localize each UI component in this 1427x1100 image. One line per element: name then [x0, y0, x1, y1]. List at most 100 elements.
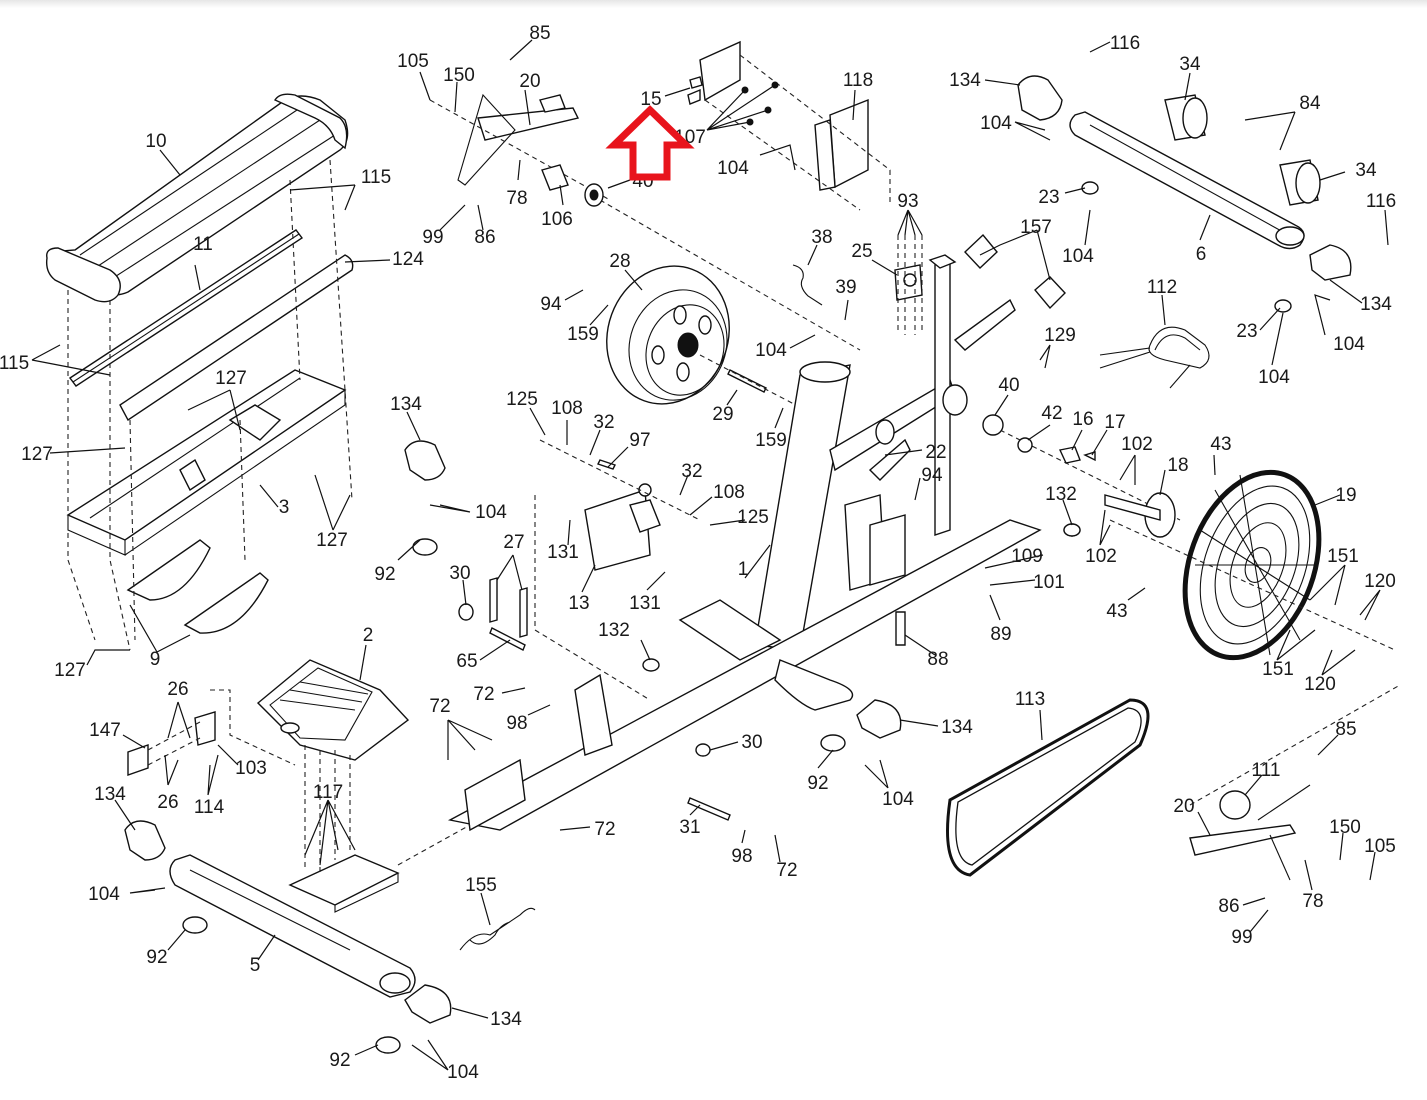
part-label: 32 — [593, 412, 614, 433]
part-label: 134 — [390, 394, 422, 415]
part-label: 11 — [193, 234, 213, 255]
part-label: 132 — [598, 620, 630, 641]
part-label: 30 — [741, 732, 762, 753]
part-label: 32 — [681, 461, 702, 482]
part-label: 113 — [1015, 689, 1045, 710]
part-label: 18 — [1167, 455, 1188, 476]
part-magnet-bracket — [844, 494, 906, 591]
part-label: 131 — [547, 542, 579, 563]
part-label: 115 — [0, 353, 29, 374]
part-label: 2 — [363, 625, 374, 646]
part-label: 1 — [738, 559, 749, 580]
part-label: 97 — [629, 430, 650, 451]
part-11-bar — [68, 229, 304, 387]
part-label: 34 — [1355, 160, 1377, 181]
part-label: 155 — [465, 875, 497, 896]
part-label: 103 — [235, 758, 267, 779]
part-20-lower-idler-arm — [1189, 684, 1401, 881]
part-label: 151 — [1327, 546, 1359, 567]
part-107-screws — [741, 81, 779, 126]
misc-small-parts — [458, 523, 1081, 821]
part-label: 20 — [519, 71, 540, 92]
part-label: 99 — [422, 227, 443, 248]
part-label: 9 — [150, 649, 161, 670]
part-label: 39 — [835, 277, 856, 298]
part-label: 120 — [1364, 571, 1396, 592]
part-40-bearing-top — [584, 183, 604, 207]
part-34-wheels — [1164, 94, 1321, 206]
part-label: 17 — [1104, 412, 1125, 433]
part-label: 105 — [397, 51, 429, 72]
part-label: 111 — [1252, 760, 1281, 781]
part-155-wire — [459, 907, 536, 951]
part-label: 109 — [1011, 546, 1043, 567]
part-label: 114 — [194, 797, 225, 818]
part-label: 104 — [1062, 246, 1094, 267]
part-97-pin — [597, 459, 616, 470]
part-label: 150 — [443, 65, 475, 86]
part-16-17-pulley-clip — [1058, 446, 1096, 464]
part-label: 16 — [1072, 409, 1093, 430]
part-label: 30 — [449, 563, 470, 584]
part-label: 104 — [755, 340, 787, 361]
part-40-42-bearings — [982, 414, 1081, 537]
part-5-front-stabilizer — [169, 854, 416, 998]
part-label: 104 — [1333, 334, 1365, 355]
part-label: 72 — [776, 860, 797, 881]
part-label: 5 — [250, 955, 261, 976]
part-117-mount-plate — [288, 745, 471, 913]
part-111-idler-pulley — [1219, 790, 1251, 820]
part-label: 104 — [1258, 367, 1290, 388]
part-label: 26 — [167, 679, 188, 700]
part-label: 43 — [1106, 601, 1127, 622]
part-label: 157 — [1020, 217, 1052, 238]
part-label: 88 — [927, 649, 948, 670]
leader-lines — [31, 39, 1389, 1071]
part-9-covers — [126, 539, 269, 634]
part-label: 104 — [475, 502, 507, 523]
part-label: 159 — [755, 430, 787, 451]
part-label: 78 — [506, 188, 527, 209]
part-label: 92 — [146, 947, 167, 968]
part-1-main-frame — [447, 254, 1042, 832]
part-label: 104 — [447, 1062, 479, 1083]
part-15-circuit-board — [687, 40, 741, 105]
part-label: 108 — [713, 482, 745, 503]
part-label: 120 — [1304, 674, 1336, 695]
part-label: 23 — [1038, 187, 1059, 208]
part-label: 72 — [594, 819, 615, 840]
part-92-leveling-feet — [182, 538, 846, 1054]
part-label: 89 — [990, 624, 1011, 645]
part-10-handlebar-cover — [45, 93, 349, 303]
part-label: 93 — [897, 191, 918, 212]
part-label: 38 — [811, 227, 832, 248]
part-label: 147 — [89, 720, 121, 741]
part-label: 43 — [1210, 434, 1231, 455]
part-label: 104 — [88, 884, 120, 905]
part-label: 131 — [629, 593, 661, 614]
part-label: 104 — [980, 113, 1012, 134]
part-label: 150 — [1329, 817, 1361, 838]
part-label: 106 — [541, 209, 573, 230]
part-22-brake-arm — [868, 419, 911, 481]
part-label: 34 — [1179, 54, 1201, 75]
part-label: 129 — [1044, 325, 1076, 346]
part-label: 125 — [737, 507, 769, 528]
part-label: 72 — [429, 696, 450, 717]
part-label: 112 — [1147, 277, 1177, 298]
part-157-pads — [964, 233, 1066, 310]
part-label: 116 — [1366, 191, 1396, 212]
top-edge-shadow — [0, 0, 1427, 8]
part-label: 23 — [1236, 321, 1257, 342]
part-19-flywheel — [999, 429, 1396, 661]
part-label: 86 — [1218, 896, 1239, 917]
part-label: 118 — [843, 70, 873, 91]
part-label: 134 — [941, 717, 973, 738]
part-112-power-cord — [1099, 326, 1210, 389]
part-label: 127 — [316, 530, 348, 551]
part-18-hub — [1104, 492, 1176, 538]
part-label: 94 — [921, 465, 943, 486]
part-label: 101 — [1033, 572, 1065, 593]
part-20-idler-arm — [429, 93, 861, 351]
part-label: 134 — [1360, 294, 1392, 315]
